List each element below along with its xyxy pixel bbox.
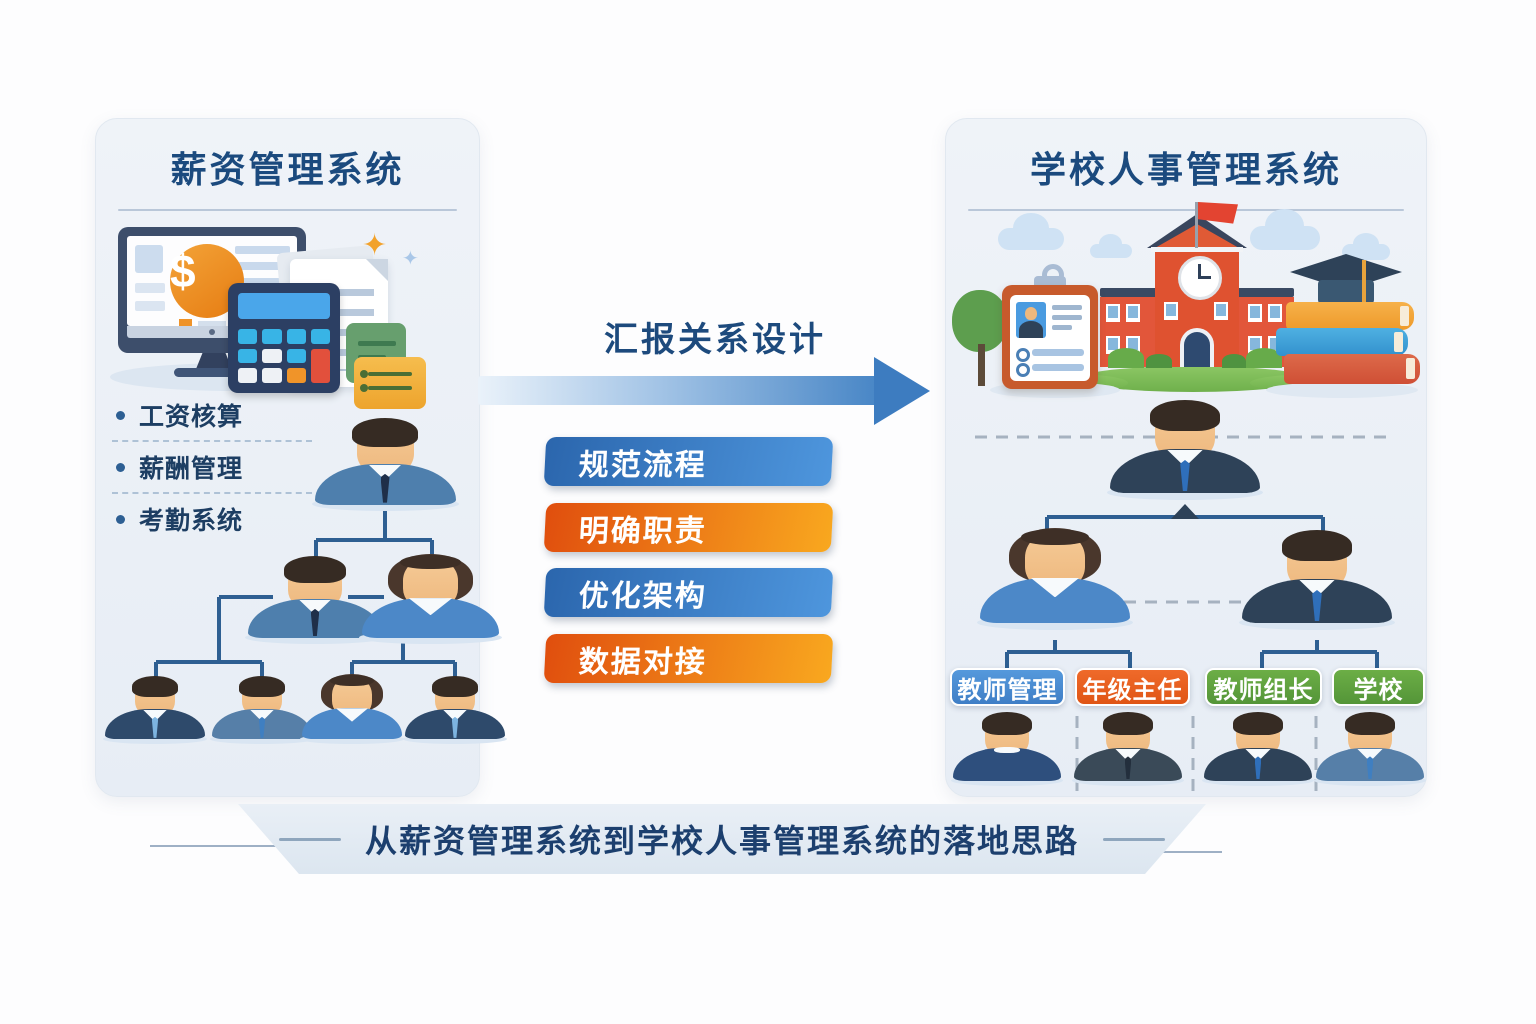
screen-checkbox [135,245,163,273]
step-label: 明确职责 [577,514,708,548]
person-avatar [209,676,315,744]
feature-label: 薪酬管理 [139,455,244,483]
cloud-icon [1090,234,1132,258]
bush [1108,348,1144,368]
feature-label: 考勤系统 [139,507,244,535]
sparkle-icon: ✦ [402,248,419,270]
step-label: 规范流程 [577,448,708,482]
school-door [1180,328,1214,367]
bullet-dot [116,514,125,524]
role-label: 年级主任 [1082,676,1183,704]
person-avatar [1105,400,1265,500]
footer-caption: 从薪资管理系统到学校人事管理系统的落地思路 [364,823,1079,859]
cloud-icon [1342,232,1390,260]
role-label: 教师管理 [957,676,1058,704]
step-banner: 明确职责 [543,503,834,552]
feature-label: 工资核算 [139,403,244,431]
person-avatar [1237,530,1397,630]
role-tag: 教师管理 [950,668,1065,706]
role-label: 学校 [1353,676,1404,704]
person-avatar [975,528,1135,630]
right-panel-title: 学校人事管理系统 [1029,149,1342,190]
person-avatar [310,418,460,511]
person-avatar [102,676,208,744]
person-avatar [950,712,1064,786]
bullet-dot [116,462,125,472]
feature-item: 薪酬管理 [112,442,312,494]
person-avatar [1313,712,1427,786]
person-avatar [1071,712,1185,786]
tree-icon [952,290,1008,352]
cloud-icon [998,212,1064,250]
left-panel-title: 薪资管理系统 [170,149,405,190]
caption-dash [1103,837,1165,841]
step-label: 数据对接 [577,645,708,679]
bullet-dot [116,410,125,420]
school-illustration [950,198,1428,398]
left-panel-divider [118,209,457,211]
role-tag: 年级主任 [1075,668,1190,706]
flow-arrow [478,376,878,405]
feature-item: 工资核算 [112,390,312,442]
person-avatar [402,676,508,744]
clock-icon [1178,256,1222,300]
footer-banner: 从薪资管理系统到学校人事管理系统的落地思路 [238,804,1206,874]
step-banner: 优化架构 [543,568,834,617]
footer-side-line [150,845,362,847]
books-icon [1286,302,1414,330]
step-label: 优化架构 [577,579,708,613]
feature-list: 工资核算 薪酬管理 考勤系统 [112,390,312,544]
sparkle-icon: ✦ [362,229,388,262]
flag-icon [1198,202,1238,224]
person-avatar [299,674,405,744]
flow-arrow-head [874,357,930,425]
id-photo [1016,302,1046,338]
calculator-icon [228,283,340,393]
step-banner: 规范流程 [543,437,834,486]
right-panel-divider [968,209,1404,211]
footer-side-line [1150,851,1222,853]
caption-dash [278,837,341,841]
step-banner: 数据对接 [543,634,834,683]
role-tag: 教师组长 [1205,668,1322,706]
arrow-label: 汇报关系设计 [604,321,826,359]
role-label: 教师组长 [1213,676,1314,704]
salary-illustration: $ ✦ ✦ [110,225,426,409]
person-avatar [1201,712,1315,786]
cloud-icon [1250,209,1320,250]
role-tag: 学校 [1332,668,1425,706]
feature-item: 考勤系统 [112,494,312,544]
person-avatar [358,554,503,644]
